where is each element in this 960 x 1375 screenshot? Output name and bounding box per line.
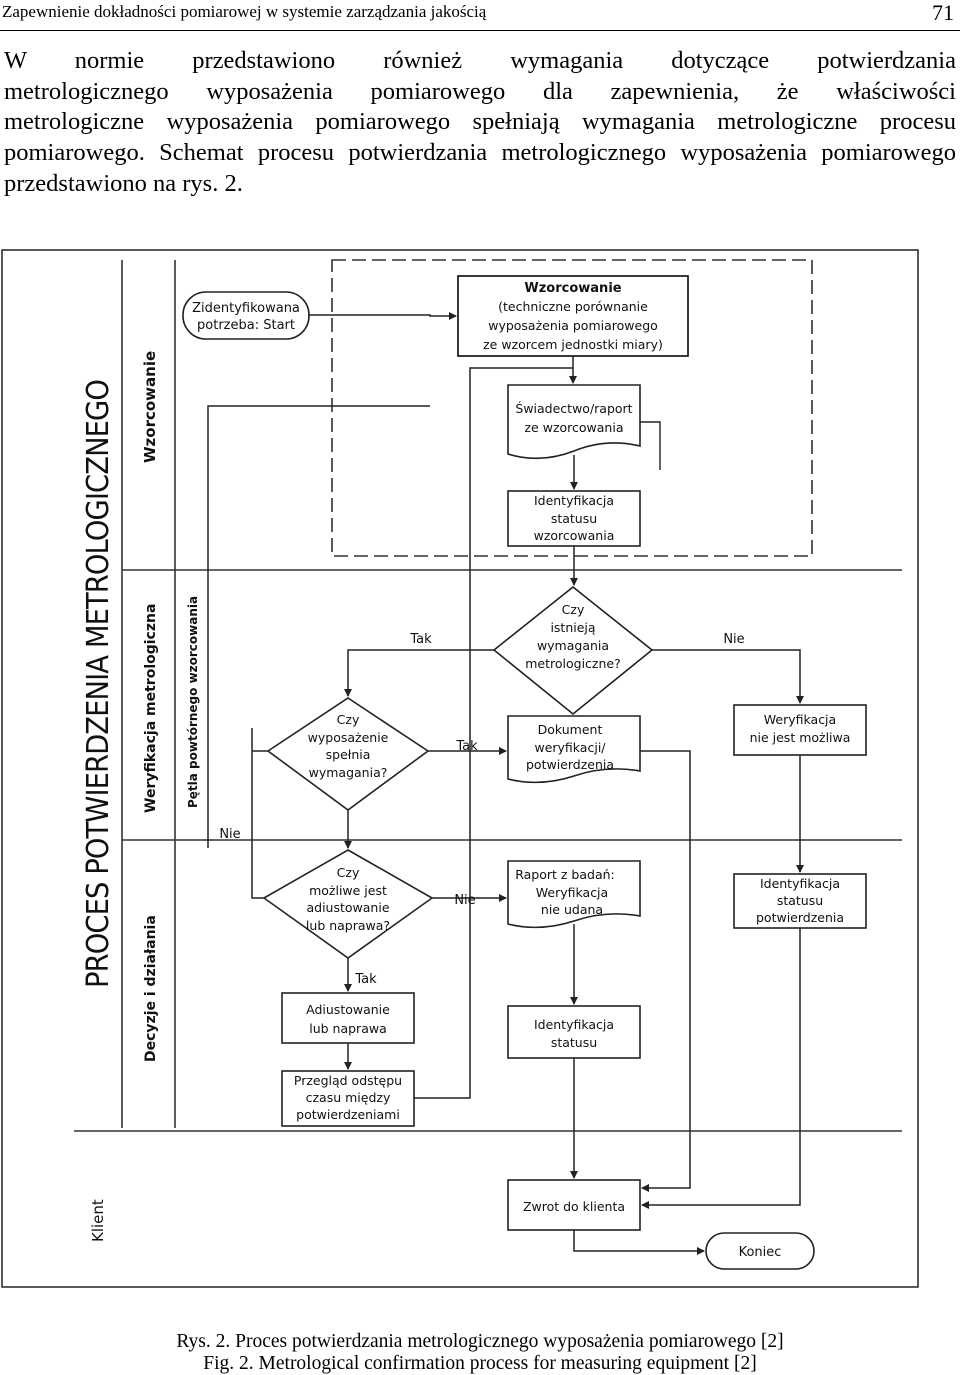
node-text: nie udana bbox=[541, 902, 603, 917]
node-text: Weryfikacja bbox=[536, 885, 608, 900]
paragraph-line: metrologicznego wyposażenia pomiarowego … bbox=[4, 77, 956, 105]
calibration-box bbox=[457, 275, 689, 357]
paragraph-line: pomiarowego. Schemat procesu potwierdzan… bbox=[4, 139, 956, 167]
node-text: statusu bbox=[777, 893, 823, 908]
node-text: wyposażenia pomiarowego bbox=[488, 318, 658, 333]
figure-caption-en: Fig. 2. Metrological confirmation proces… bbox=[203, 1353, 757, 1374]
edge-label-nie: Nie bbox=[723, 632, 744, 647]
lane-label-weryfikacja: Weryfikacja metrologiczna bbox=[143, 604, 159, 813]
edge-label-nie: Nie bbox=[454, 893, 475, 908]
paragraph-line: metrologiczne wyposażenia pomiarowego sp… bbox=[4, 108, 956, 136]
node-text: możliwe jest bbox=[309, 883, 387, 898]
return-to-client-box bbox=[507, 1179, 641, 1231]
figure-frame bbox=[1, 249, 919, 1288]
flowchart-figure: PROCES POTWIERDZENIA METROLOGICZNEGO Wzo… bbox=[0, 248, 960, 1293]
node-text: Czy bbox=[562, 602, 585, 617]
verification-document bbox=[507, 715, 641, 784]
node-text: czasu między bbox=[306, 1090, 391, 1105]
node-text: Adiustowanie bbox=[306, 1002, 390, 1017]
node-text: ze wzorcem jednostki miary) bbox=[483, 337, 663, 352]
node-text: (techniczne porównanie bbox=[498, 299, 648, 314]
connectors bbox=[207, 312, 804, 1255]
lane-label-wzorcowanie: Wzorcowanie bbox=[141, 351, 159, 463]
node-text: Raport z badań: bbox=[515, 867, 615, 882]
node-text: Czy bbox=[337, 712, 360, 727]
node-text: spełnia bbox=[326, 747, 371, 762]
node-text: potwierdzenia bbox=[526, 757, 614, 772]
flowchart-svg: PROCES POTWIERDZENIA METROLOGICZNEGO Wzo… bbox=[1, 249, 919, 1288]
node-text: potwierdzeniami bbox=[296, 1107, 400, 1122]
node-text: wzorcowania bbox=[534, 528, 615, 543]
test-report-document bbox=[507, 860, 641, 929]
node-text: statusu bbox=[551, 1035, 597, 1050]
figure-caption-pl: Rys. 2. Proces potwierdzania metrologicz… bbox=[176, 1331, 784, 1352]
node-text: Identyfikacja bbox=[760, 876, 840, 891]
node-text: Zidentyfikowana bbox=[192, 301, 300, 316]
node-text: nie jest możliwa bbox=[750, 730, 851, 745]
page-number: 71 bbox=[932, 0, 954, 25]
node-text: Identyfikacja bbox=[534, 1017, 614, 1032]
main-title: PROCES POTWIERDZENIA METROLOGICZNEGO bbox=[81, 380, 116, 988]
node-text: wyposażenie bbox=[308, 730, 389, 745]
lane-label-klient: Klient bbox=[89, 1199, 107, 1242]
end-node bbox=[705, 1232, 815, 1270]
node-text: lub naprawa? bbox=[306, 918, 390, 933]
certificate-document bbox=[507, 384, 641, 460]
node-text: Identyfikacja bbox=[534, 493, 614, 508]
lane-label-decyzje: Decyzje i działania bbox=[143, 915, 159, 1062]
node-text: Przegląd odstępu bbox=[294, 1073, 402, 1088]
status-box bbox=[507, 1005, 641, 1059]
edge-label-tak: Tak bbox=[354, 972, 377, 987]
requirements-decision bbox=[492, 585, 654, 716]
edge-label-tak: Tak bbox=[409, 632, 432, 647]
node-text: Weryfikacja bbox=[764, 712, 836, 727]
node-text: metrologiczne? bbox=[525, 656, 621, 671]
body-paragraph: W normie przedstawiono również wymagania… bbox=[4, 46, 956, 199]
paragraph-line: przedstawiono na rys. 2. bbox=[4, 169, 243, 197]
node-text: potrzeba: Start bbox=[197, 318, 295, 333]
node-text: istnieją bbox=[550, 620, 595, 635]
edge-label-nie: Nie bbox=[219, 827, 240, 842]
node-text: Koniec bbox=[739, 1245, 782, 1260]
node-text: potwierdzenia bbox=[756, 910, 844, 925]
node-text: Świadectwo/raport bbox=[515, 401, 632, 416]
node-text: Wzorcowanie bbox=[524, 281, 621, 296]
running-title: Zapewnienie dokładności pomiarowej w sys… bbox=[2, 2, 487, 21]
node-text: statusu bbox=[551, 511, 597, 526]
lane-label-petla: Pętla powtórnego wzorcowania bbox=[186, 596, 200, 808]
node-text: wymagania? bbox=[309, 765, 388, 780]
calibration-boundary bbox=[331, 259, 813, 557]
node-text: adiustowanie bbox=[306, 900, 389, 915]
node-text: Zwrot do klienta bbox=[523, 1199, 625, 1214]
node-text: ze wzorcowania bbox=[525, 420, 624, 435]
paragraph-line: W normie przedstawiono również wymagania… bbox=[4, 47, 956, 74]
edge-label-tak: Tak bbox=[455, 739, 478, 754]
confirmation-status-box bbox=[733, 873, 867, 929]
node-text: Dokument bbox=[538, 722, 603, 737]
page-header: Zapewnienie dokładności pomiarowej w sys… bbox=[0, 0, 960, 31]
node-text: lub naprawa bbox=[309, 1021, 387, 1036]
node-text: wymagania bbox=[537, 638, 609, 653]
verification-impossible-box bbox=[733, 704, 867, 756]
node-text: weryfikacji/ bbox=[534, 740, 606, 755]
node-text: Czy bbox=[337, 865, 360, 880]
